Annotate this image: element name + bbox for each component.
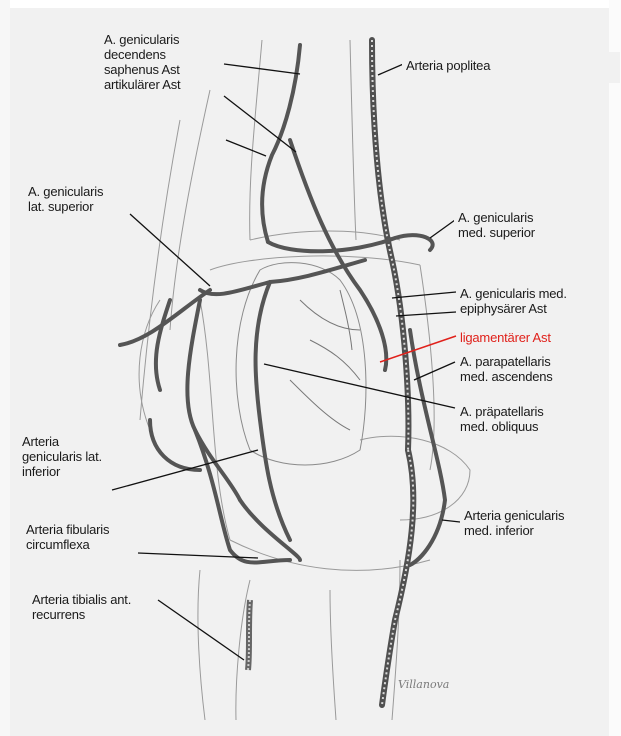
frame-right <box>609 0 621 736</box>
label-genicularis-med-superior: A. genicularis med. superior <box>454 206 569 246</box>
leader-decendens <box>224 64 300 74</box>
label-praepatellaris: A. präpatellaris med. obliquus <box>456 402 548 436</box>
label-ligamentaerer-ast: ligamentärer Ast <box>456 328 555 347</box>
label-genicularis-lat-superior: A. genicularis lat. superior <box>24 182 107 216</box>
label-fibularis-circumflexa: Arteria fibularis circumflexa <box>22 520 121 556</box>
label-parapatellaris: A. parapatellaris med. ascendens <box>456 352 557 386</box>
label-genicularis-lat-inferior: Arteria genicularis lat. inferior <box>18 432 132 483</box>
label-arteria-poplitea: Arteria poplitea <box>402 52 620 83</box>
label-tibialis-recurrens: Arteria tibialis ant. recurrens <box>28 590 143 632</box>
label-genicularis-decendens: A. genicularis decendens saphenus Ast ar… <box>100 30 184 94</box>
label-genicularis-med-epiphysis: A. genicularis med. epiphysärer Ast <box>456 284 571 318</box>
artist-signature: Villanova <box>398 678 449 691</box>
frame-left <box>0 0 10 736</box>
label-genicularis-med-inferior: Arteria genicularis med. inferior <box>460 506 588 558</box>
